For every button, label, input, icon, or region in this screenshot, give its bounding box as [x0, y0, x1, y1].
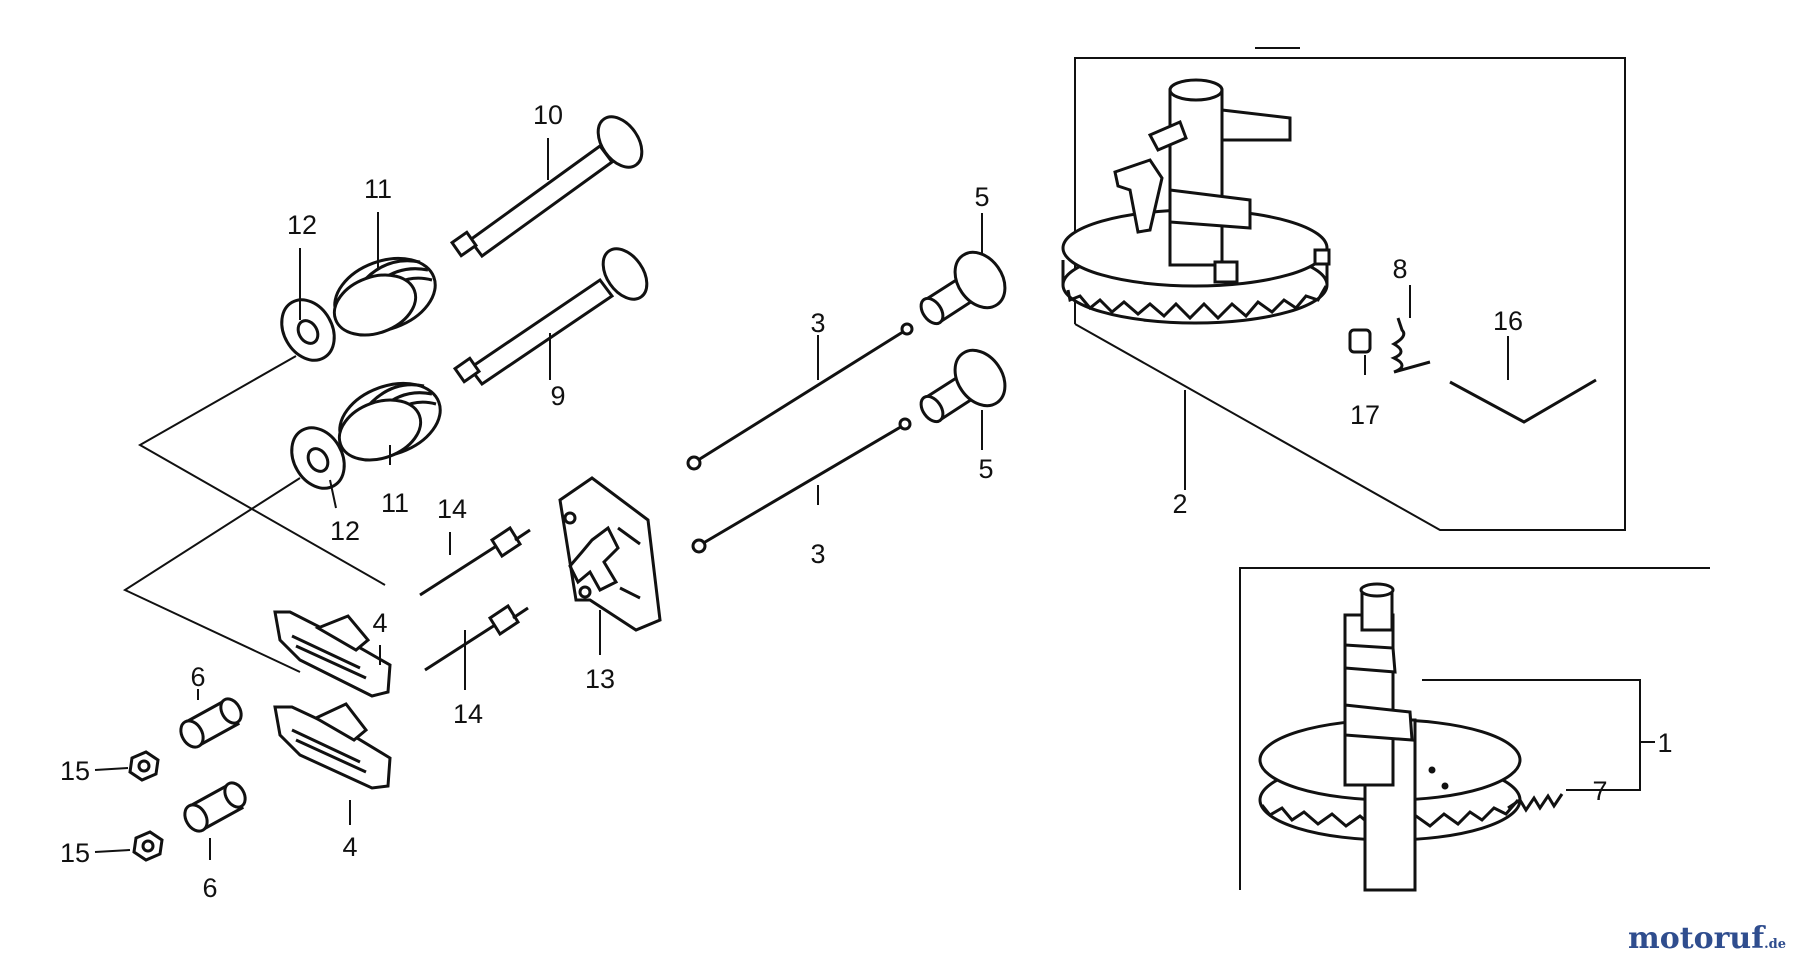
camshaft-assembly-box-2	[1074, 47, 1626, 531]
label-part-4-lower: 4	[342, 832, 357, 862]
label-part-6-lower: 6	[202, 873, 217, 903]
push-rod-guide-plate-13	[558, 476, 662, 632]
rocker-arm-4-upper	[273, 610, 392, 698]
spring-7	[1507, 793, 1564, 813]
label-part-14-lower: 14	[453, 699, 483, 729]
label-part-15-lower: 15	[60, 838, 90, 868]
label-part-15-upper: 15	[60, 756, 90, 786]
label-part-11-lower: 11	[381, 488, 409, 518]
label-part-9: 9	[550, 381, 565, 411]
nut-15-lower	[132, 830, 164, 862]
label-part-3-lower: 3	[810, 539, 825, 569]
camshaft-upper	[1061, 78, 1331, 325]
push-rod-3-upper	[686, 322, 914, 471]
label-part-6-upper: 6	[190, 662, 205, 692]
spring-8	[1390, 317, 1431, 374]
label-part-8: 8	[1392, 254, 1407, 284]
camshaft-assembly-box-1	[1239, 567, 1710, 890]
valve-9	[452, 247, 649, 387]
label-part-17: 17	[1350, 400, 1380, 430]
push-rod-3-lower	[691, 417, 912, 554]
label-part-5-upper: 5	[974, 182, 989, 212]
label-part-10: 10	[533, 100, 563, 130]
valve-spring-11-lower	[337, 381, 442, 462]
label-part-14-upper: 14	[437, 494, 467, 524]
label-part-11-upper: 11	[364, 174, 392, 204]
leader-lines-1-7	[1422, 679, 1655, 791]
rod-16	[1449, 378, 1597, 424]
label-part-12-lower: 12	[330, 516, 360, 546]
watermark-tld: .de	[1764, 937, 1786, 952]
valve-10	[449, 115, 644, 259]
stud-bolt-14-upper	[419, 525, 531, 597]
part-labels: 10 11 12 5 3 9 5 11 12 14 3 4 6 13 14 15…	[60, 100, 1673, 903]
tappet-5-lower	[919, 348, 1007, 424]
camshaft-lower	[1258, 582, 1522, 892]
stud-bolt-14-lower	[424, 603, 529, 672]
label-part-7: 7	[1592, 776, 1607, 806]
valve-retainer-12-upper	[280, 298, 336, 362]
nut-15-upper	[128, 750, 160, 782]
reference-lines	[122, 355, 386, 673]
watermark-logo: motoruf.de	[1628, 921, 1786, 956]
watermark-brand: motoruf	[1627, 921, 1765, 956]
label-part-2: 2	[1172, 489, 1187, 519]
pin-17	[1348, 328, 1372, 354]
label-part-5-lower: 5	[978, 454, 993, 484]
rocker-arm-4-lower	[273, 702, 392, 790]
label-part-4-upper: 4	[372, 608, 387, 638]
label-part-13: 13	[585, 664, 615, 694]
rocker-pivot-6-lower	[183, 781, 247, 833]
decompressor-weight	[1113, 119, 1188, 234]
label-part-1: 1	[1657, 728, 1672, 758]
valve-retainer-12-lower	[290, 426, 346, 490]
leader-lines	[94, 138, 1509, 860]
rocker-pivot-6-upper	[179, 697, 243, 749]
label-part-12-upper: 12	[287, 210, 317, 240]
valve-spring-11-upper	[332, 256, 437, 337]
tappet-5-upper	[919, 250, 1007, 326]
label-part-16: 16	[1493, 306, 1523, 336]
label-part-3-upper: 3	[810, 308, 825, 338]
